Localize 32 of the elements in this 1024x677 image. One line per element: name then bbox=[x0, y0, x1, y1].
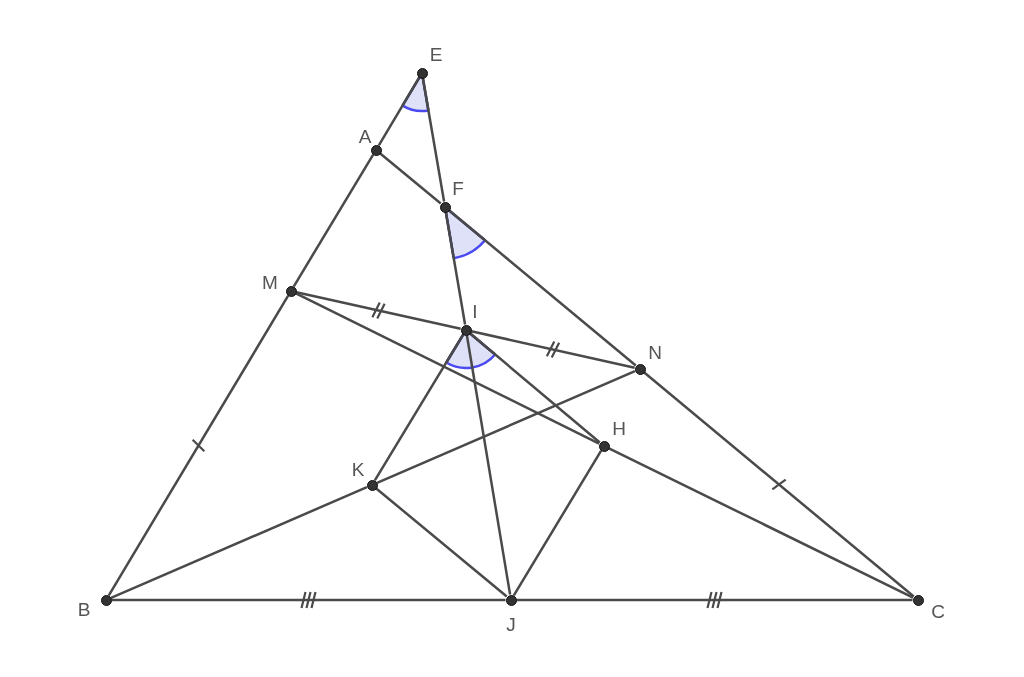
line-segment bbox=[421, 78, 446, 202]
point-label: K bbox=[351, 459, 365, 479]
line-segment bbox=[516, 598, 913, 602]
line-segment bbox=[471, 330, 635, 369]
line-segment bbox=[376, 370, 636, 484]
line-segment bbox=[107, 295, 290, 596]
point-label: C bbox=[931, 601, 945, 621]
line-segment bbox=[373, 334, 465, 481]
point-label: A bbox=[358, 126, 372, 146]
line-segment bbox=[448, 209, 637, 367]
line-segment bbox=[608, 447, 914, 599]
point-label: F bbox=[452, 178, 464, 198]
point-label: J bbox=[506, 614, 516, 634]
point-label: N bbox=[648, 342, 662, 362]
line-segment bbox=[295, 292, 600, 445]
point-label: B bbox=[77, 599, 91, 619]
line-segment bbox=[643, 371, 915, 598]
line-segment bbox=[379, 152, 442, 205]
line-segment bbox=[444, 212, 467, 325]
line-segment bbox=[111, 598, 506, 602]
line-segment bbox=[110, 486, 368, 599]
line-segment bbox=[292, 154, 375, 287]
line-segment bbox=[375, 487, 508, 598]
point-label: H bbox=[612, 418, 626, 438]
line-segment bbox=[512, 450, 603, 596]
point-label: M bbox=[262, 272, 278, 292]
line-segment bbox=[469, 332, 601, 444]
point-label: I bbox=[472, 301, 478, 321]
line-segment bbox=[377, 77, 421, 146]
line-segment bbox=[465, 335, 512, 595]
line-segment bbox=[296, 290, 461, 331]
point-label: E bbox=[429, 44, 443, 64]
